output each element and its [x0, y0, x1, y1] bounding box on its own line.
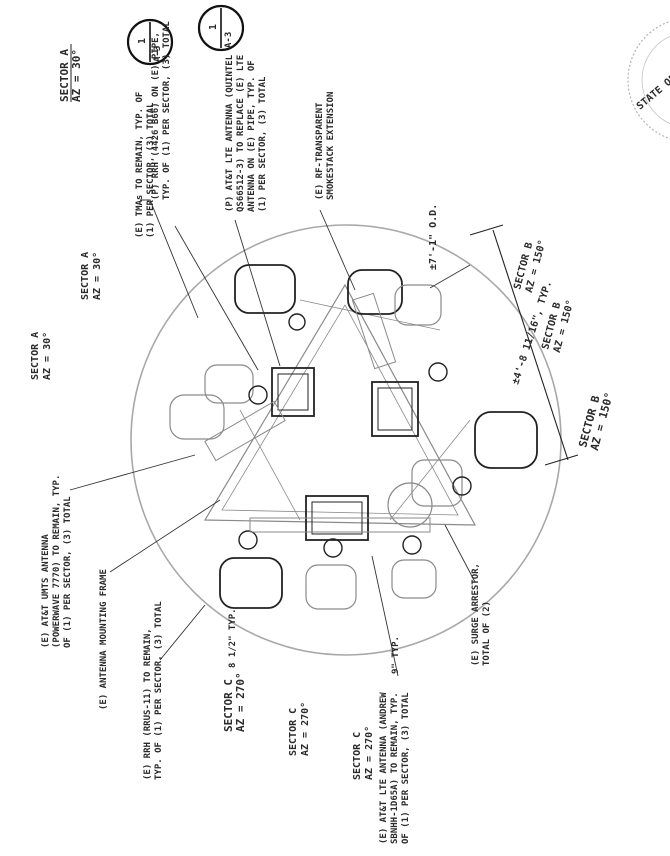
rrh-b — [371, 381, 419, 437]
svg-text:OF (1) PER SECTOR, (3) TOTAL: OF (1) PER SECTOR, (3) TOTAL — [63, 496, 73, 648]
svg-text:AZ = 30°: AZ = 30° — [42, 332, 53, 380]
sector-b-label-bold: SECTOR B AZ = 150° — [576, 391, 616, 452]
svg-text:8 1/2" TYP.: 8 1/2" TYP. — [228, 608, 238, 668]
note-lte-existing: (E) AT&T LTE ANTENNA (ANDREW SBNHH-1D65A… — [379, 692, 411, 844]
note-surge: (E) SURGE ARRESTOR, TOTAL OF (2) — [471, 563, 492, 666]
note-od: ±7'-1" O.D. — [428, 204, 439, 270]
svg-text:AZ = 30°: AZ = 30° — [70, 49, 83, 102]
svg-text:AZ = 30°: AZ = 30° — [92, 252, 103, 300]
svg-text:±7'-1" O.D.: ±7'-1" O.D. — [428, 204, 439, 270]
sector-c-antennas — [219, 482, 437, 610]
note-tma: (E) TMAs TO REMAIN, TYP. OF (1) PER SECT… — [135, 92, 156, 238]
note-dim-in2: 9" TYP. — [391, 636, 401, 674]
rrh-a — [271, 367, 315, 417]
svg-text:9" TYP.: 9" TYP. — [391, 636, 401, 674]
svg-text:TYP. OF (1) PER SECTOR, (3) TO: TYP. OF (1) PER SECTOR, (3) TOTAL — [162, 21, 172, 200]
sector-c-label-2: SECTOR C AZ = 270° — [352, 726, 375, 780]
svg-text:ANTENNA ON (E) PIPE, TYP. OF: ANTENNA ON (E) PIPE, TYP. OF — [247, 60, 257, 212]
svg-text:1: 1 — [137, 38, 148, 44]
svg-text:SECTOR C: SECTOR C — [288, 708, 299, 756]
svg-text:SECTOR A: SECTOR A — [58, 49, 71, 102]
seal-text: STATE OF NEW HAMPSHIRE — [635, 19, 670, 113]
svg-text:STATE OF NEW HAMPSHIRE: STATE OF NEW HAMPSHIRE — [635, 19, 670, 113]
note-umts: (E) AT&T UMTS ANTENNA (POWERWAVE 7770) T… — [41, 475, 73, 648]
note-rrh-existing: (E) RRH (RRUS-11) TO REMAIN, TYP. OF (1)… — [143, 601, 164, 780]
svg-text:A-3: A-3 — [224, 32, 234, 48]
svg-text:(E) SURGE ARRESTOR,: (E) SURGE ARRESTOR, — [471, 563, 481, 666]
svg-text:AZ = 270°: AZ = 270° — [364, 726, 375, 780]
svg-text:SECTOR A: SECTOR A — [30, 332, 41, 380]
svg-text:(E) ANTENNA MOUNTING FRAME: (E) ANTENNA MOUNTING FRAME — [99, 569, 109, 710]
svg-text:AZ = 270°: AZ = 270° — [234, 672, 247, 732]
callout-1-sheet: A-3 — [153, 46, 163, 62]
svg-text:1: 1 — [208, 24, 219, 30]
sector-a-label-2: SECTOR A AZ = 30° — [30, 332, 53, 380]
svg-text:(E) RF-TRANSPARENT: (E) RF-TRANSPARENT — [315, 102, 325, 200]
svg-text:SECTOR A: SECTOR A — [80, 252, 91, 300]
detail-callout-2 — [197, 4, 245, 52]
lte-antenna-b2 — [474, 411, 538, 469]
note-smokestack: (E) RF-TRANSPARENT SMOKESTACK EXTENSION — [315, 92, 336, 200]
svg-text:(E) RRH (RRUS-11) TO REMAIN,: (E) RRH (RRUS-11) TO REMAIN, — [143, 628, 153, 780]
callout-2-sheet: A-3 — [224, 32, 234, 48]
svg-text:TOTAL OF (2): TOTAL OF (2) — [482, 601, 492, 666]
svg-text:(E) AT&T LTE ANTENNA (ANDREW: (E) AT&T LTE ANTENNA (ANDREW — [379, 692, 389, 844]
engineer-seal — [627, 20, 670, 140]
svg-text:OF (1) PER SECTOR, (3) TOTAL: OF (1) PER SECTOR, (3) TOTAL — [401, 692, 411, 844]
note-rrh-new: (P) RRH (4426 B66) ON (E) PIPE, TYP. OF … — [151, 21, 172, 200]
lte-antenna-b — [347, 269, 403, 315]
svg-text:SBNHH-1D65A) TO REMAIN, TYP.: SBNHH-1D65A) TO REMAIN, TYP. — [390, 692, 400, 844]
sector-a-label-bold: SECTOR A AZ = 30° — [58, 44, 83, 102]
note-lte-new: (P) AT&T LTE ANTENNA (QUINTEL QS66512-3)… — [225, 54, 268, 212]
svg-text:AZ = 270°: AZ = 270° — [300, 702, 311, 756]
lte-antenna-a — [234, 264, 296, 314]
svg-text:(E) AT&T UMTS ANTENNA: (E) AT&T UMTS ANTENNA — [41, 534, 51, 648]
dimension-line — [469, 224, 579, 466]
sector-b-antennas — [347, 269, 538, 507]
sector-c-label-1: SECTOR C AZ = 270° — [288, 702, 311, 756]
note-dim-in1: 8 1/2" TYP. — [228, 608, 238, 668]
svg-text:(POWERWAVE 7770) TO REMAIN, TY: (POWERWAVE 7770) TO REMAIN, TYP. — [52, 475, 62, 648]
note-frame: (E) ANTENNA MOUNTING FRAME — [99, 569, 109, 710]
umts-antenna-a — [169, 394, 225, 440]
svg-text:QS66512-3) TO REPLACE (E) LTE: QS66512-3) TO REPLACE (E) LTE — [236, 55, 246, 212]
svg-text:A-3: A-3 — [153, 46, 163, 62]
svg-text:(1) PER SECTOR, (3) TOTAL: (1) PER SECTOR, (3) TOTAL — [146, 102, 156, 238]
svg-text:(P) RRH (4426 B66) ON (E) PIPE: (P) RRH (4426 B66) ON (E) PIPE, — [151, 32, 161, 200]
leader-lines — [69, 199, 476, 677]
sector-c-label-bold: SECTOR C AZ = 270° — [222, 672, 247, 732]
callout-2-number: 1 — [208, 24, 219, 30]
callout-1-number: 1 — [137, 38, 148, 44]
lte-antenna-c — [219, 557, 283, 609]
svg-text:TYP. OF (1) PER SECTOR, (3) TO: TYP. OF (1) PER SECTOR, (3) TOTAL — [154, 601, 164, 780]
svg-text:(P) AT&T LTE ANTENNA (QUINTEL: (P) AT&T LTE ANTENNA (QUINTEL — [225, 54, 235, 212]
svg-text:SMOKESTACK EXTENSION: SMOKESTACK EXTENSION — [326, 92, 336, 200]
svg-text:SECTOR C: SECTOR C — [352, 732, 363, 780]
sector-a-label-1: SECTOR A AZ = 30° — [80, 252, 103, 300]
sector-a-antennas — [169, 264, 315, 462]
svg-text:(E) TMAs TO REMAIN, TYP. OF: (E) TMAs TO REMAIN, TYP. OF — [135, 92, 145, 238]
svg-text:SECTOR C: SECTOR C — [222, 679, 235, 732]
detail-callout-1 — [126, 18, 174, 66]
svg-text:(1) PER SECTOR, (3) TOTAL: (1) PER SECTOR, (3) TOTAL — [258, 76, 268, 212]
surge-arrestor — [387, 482, 433, 528]
